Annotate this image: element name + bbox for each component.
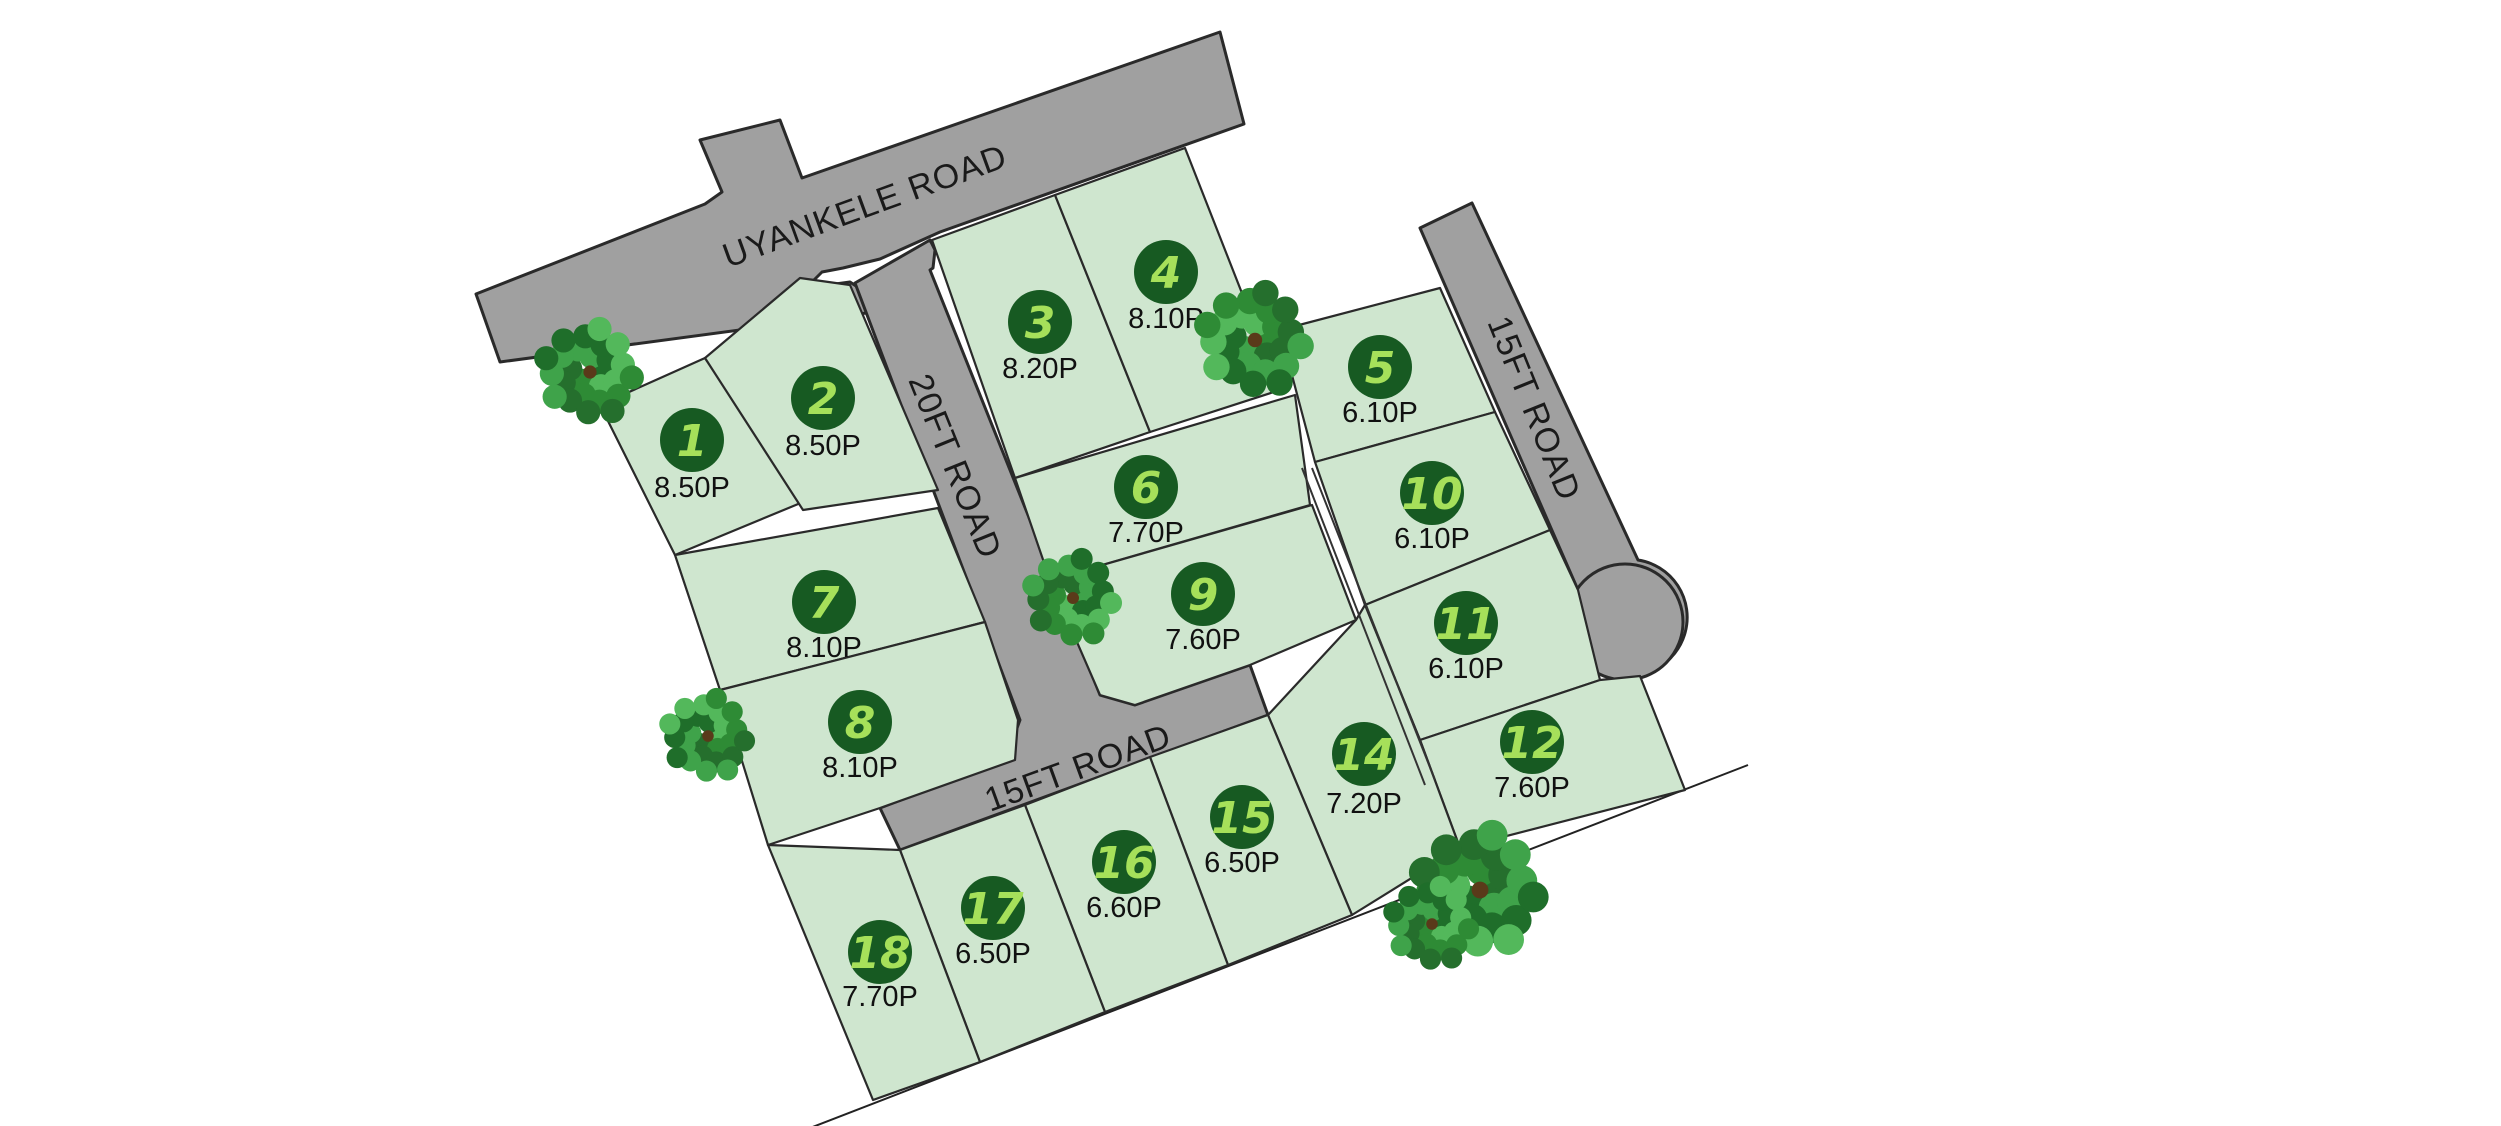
lot-badge-17: 17 6.50P	[955, 876, 1031, 970]
easement-line	[1311, 467, 1436, 781]
lot-badge-11: 11 6.10P	[1428, 591, 1504, 685]
svg-text:3: 3	[1025, 298, 1056, 349]
tree-icon	[1194, 279, 1314, 398]
svg-text:6.10P: 6.10P	[1394, 523, 1470, 555]
lot-badge-10: 10 6.10P	[1394, 461, 1470, 555]
lot-badge-16: 16 6.60P	[1086, 830, 1162, 924]
lot-badge-7: 7 8.10P	[786, 570, 862, 664]
tree-icon	[534, 316, 644, 425]
lot-badge-8: 8 8.10P	[822, 690, 898, 784]
lot-badge-15: 15 6.50P	[1204, 785, 1280, 879]
tree-icon	[659, 687, 756, 782]
lot-badge-18: 18 7.70P	[842, 920, 918, 1013]
easement-line	[1301, 467, 1426, 786]
svg-text:6: 6	[1131, 463, 1162, 514]
lot-badge-9: 9 7.60P	[1165, 562, 1241, 656]
svg-text:8.10P: 8.10P	[1128, 303, 1204, 335]
svg-text:6.60P: 6.60P	[1086, 892, 1162, 924]
svg-text:12: 12	[1501, 718, 1562, 769]
svg-text:7.70P: 7.70P	[1108, 517, 1184, 549]
svg-text:8.10P: 8.10P	[822, 752, 898, 784]
lot-badge-3: 3 8.20P	[1002, 290, 1078, 385]
tree-icon	[1383, 875, 1480, 970]
svg-text:8.50P: 8.50P	[785, 430, 861, 462]
lot-badge-14: 14 7.20P	[1326, 722, 1402, 820]
svg-text:6.10P: 6.10P	[1428, 653, 1504, 685]
svg-text:16: 16	[1093, 838, 1154, 889]
svg-text:10: 10	[1401, 469, 1462, 520]
svg-text:8.10P: 8.10P	[786, 632, 862, 664]
lot-badge-4: 4 8.10P	[1128, 240, 1204, 335]
svg-text:1: 1	[677, 416, 708, 467]
svg-text:2: 2	[808, 374, 839, 425]
svg-text:8.50P: 8.50P	[654, 472, 730, 504]
svg-text:6.10P: 6.10P	[1342, 397, 1418, 429]
svg-text:14: 14	[1333, 730, 1394, 781]
svg-text:5: 5	[1365, 343, 1396, 394]
svg-text:8: 8	[845, 698, 876, 749]
svg-text:6.50P: 6.50P	[1204, 847, 1280, 879]
svg-text:8.20P: 8.20P	[1002, 353, 1078, 385]
lot-badge-5: 5 6.10P	[1342, 335, 1418, 429]
svg-text:18: 18	[849, 928, 910, 979]
svg-text:11: 11	[1435, 599, 1496, 650]
svg-text:4: 4	[1150, 248, 1182, 299]
svg-text:7.60P: 7.60P	[1165, 624, 1241, 656]
lot-badge-6: 6 7.70P	[1108, 455, 1184, 549]
svg-text:7: 7	[809, 578, 840, 629]
lot-badge-2: 2 8.50P	[785, 366, 861, 462]
svg-text:7.70P: 7.70P	[842, 981, 918, 1013]
lot-badge-1: 1 8.50P	[654, 408, 730, 504]
svg-text:7.60P: 7.60P	[1494, 772, 1570, 804]
svg-text:7.20P: 7.20P	[1326, 788, 1402, 820]
svg-text:6.50P: 6.50P	[955, 938, 1031, 970]
tree-icon	[1022, 547, 1123, 646]
svg-text:17: 17	[962, 884, 1024, 935]
svg-text:15: 15	[1211, 793, 1272, 844]
lot-badge-12: 12 7.60P	[1494, 710, 1570, 804]
svg-text:9: 9	[1188, 570, 1219, 621]
